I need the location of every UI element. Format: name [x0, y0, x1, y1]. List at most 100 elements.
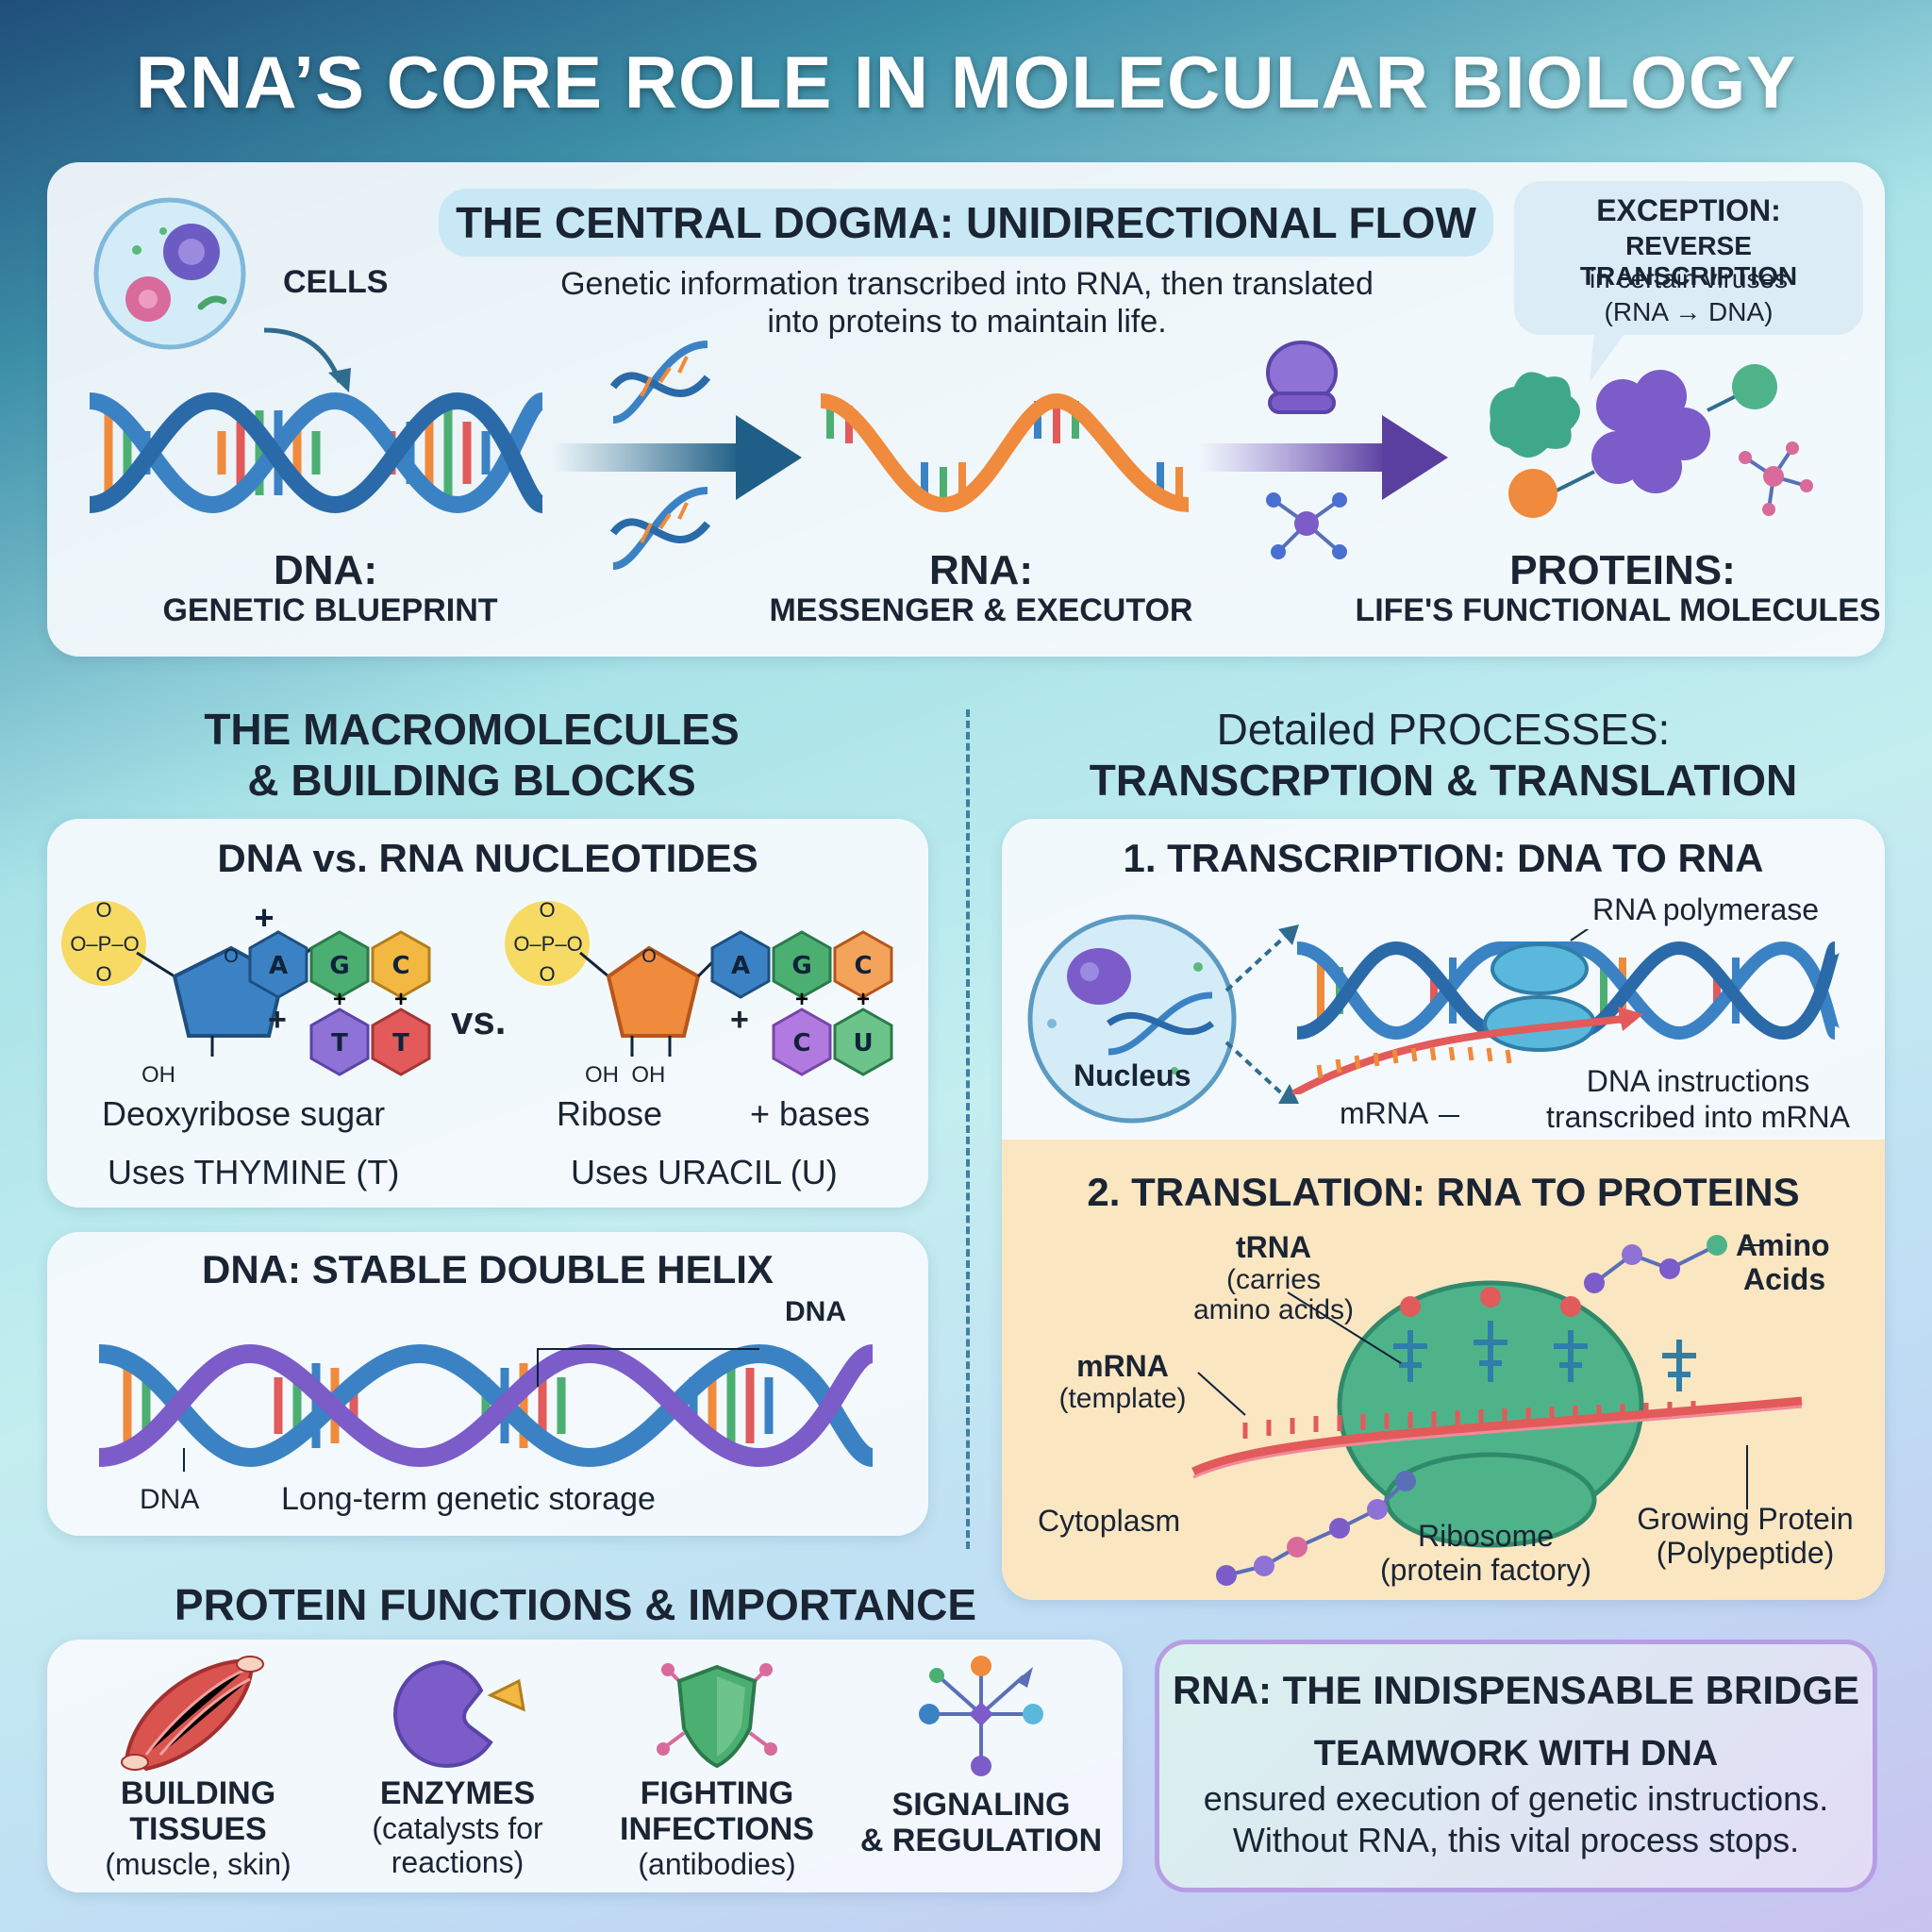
helix-dna-label-left: DNA — [140, 1484, 200, 1515]
base-hex-t2 — [371, 1008, 431, 1076]
translation-diagram — [1191, 1235, 1803, 1586]
central-dogma-banner: THE CENTRAL DOGMA: UNIDIRECTIONAL FLOW — [439, 189, 1493, 257]
transcription-helix-icon — [1292, 929, 1840, 1094]
nucleotides-title: DNA vs. RNA NUCLEOTIDES — [217, 836, 758, 880]
dna-bases-diagram: A G C T T + + — [248, 930, 431, 1076]
proteins-cluster-icon — [1490, 364, 1813, 518]
rna-nucleotide-diagram: O O O — [505, 898, 728, 1057]
exception-bubble-tail — [1590, 330, 1627, 382]
antibody-shield-icon — [657, 1663, 777, 1769]
svg-text:+: + — [254, 898, 274, 937]
base-hex-g — [309, 930, 370, 999]
rna-bases-diagram: A G C C U + + — [710, 930, 893, 1076]
dna-instructions-line2: transcribed into mRNA — [1546, 1100, 1850, 1134]
bridge-line1: ensured execution of genetic instruction… — [1203, 1779, 1829, 1818]
base-hex-c2 — [772, 1008, 832, 1076]
building-tissues-label-line2: TISSUES — [129, 1811, 267, 1847]
fighting-infections-label-line1: FIGHTING — [640, 1775, 794, 1811]
base-hex-a — [710, 930, 771, 999]
dna-title: DNA: — [274, 547, 377, 593]
base-hex-t — [309, 1008, 370, 1076]
base-label-g: G — [329, 952, 349, 980]
deoxyribose-label: Deoxyribose sugar — [102, 1094, 386, 1133]
trna-label-line2: (carries — [1225, 1264, 1321, 1295]
double-helix-title: DNA: STABLE DOUBLE HELIX — [202, 1247, 774, 1291]
cells-arrow — [263, 327, 351, 392]
rna-strand-icon — [819, 392, 1190, 513]
svg-text:+: + — [333, 987, 346, 1012]
macromolecules-heading-line2: & BUILDING BLOCKS — [247, 756, 696, 805]
ribosome-label-line1: Ribosome — [1417, 1519, 1555, 1553]
amino-acids-label-line1: Amino — [1736, 1228, 1830, 1262]
svg-text:+: + — [857, 987, 870, 1012]
svg-text:O: O — [95, 898, 111, 922]
exception-bubble — [1514, 181, 1863, 335]
small-helix-icon — [609, 341, 711, 424]
enzymes-label-line1: ENZYMES — [379, 1775, 536, 1811]
stable-double-helix-icon — [98, 1343, 875, 1472]
exception-line2: in certain viruses — [1589, 264, 1789, 293]
exception-line3: (RNA → DNA) — [1604, 297, 1774, 326]
ribose-label: Ribose — [557, 1094, 663, 1133]
vs-label: vs. — [451, 998, 507, 1042]
nucleus-arrows — [1224, 924, 1299, 1104]
exception-title: EXCEPTION: — [1596, 193, 1781, 227]
enzyme-icon — [393, 1659, 525, 1768]
signaling-label-line1: SIGNALING — [891, 1787, 1071, 1823]
dna-subtitle: GENETIC BLUEPRINT — [162, 592, 498, 628]
base-label-a: A — [269, 952, 288, 980]
base-label-t: T — [331, 1029, 348, 1058]
proteins-subtitle: LIFE'S FUNCTIONAL MOLECULES — [1355, 592, 1881, 628]
signaling-network-icon — [919, 1656, 1043, 1776]
svg-text:O: O — [539, 898, 555, 922]
base-hex-c — [833, 930, 893, 999]
cytoplasm-label: Cytoplasm — [1038, 1504, 1181, 1538]
molecule-icon — [1266, 492, 1347, 559]
dna-double-helix-icon — [88, 391, 546, 514]
exception-line1: REVERSE TRANSCRIPTION — [1579, 231, 1798, 291]
processes-heading-line2: TRANSCRPTION & TRANSLATION — [1089, 756, 1798, 805]
svg-text:+: + — [394, 987, 408, 1012]
enzymes-label-line2: (catalysts for — [372, 1811, 543, 1845]
page-title: RNA’S CORE ROLE IN MOLECULAR BIOLOGY — [135, 41, 1797, 124]
proteins-title: PROTEINS: — [1509, 547, 1736, 593]
rna-subtitle: MESSENGER & EXECUTOR — [769, 592, 1193, 628]
bridge-subtitle: TEAMWORK WITH DNA — [1313, 1734, 1719, 1774]
uses-thymine-label: Uses THYMINE (T) — [108, 1153, 400, 1191]
fighting-infections-label-line3: (antibodies) — [638, 1847, 796, 1881]
macromolecules-heading-line1: THE MACROMOLECULES — [204, 705, 740, 754]
processes-heading-line1: Detailed PROCESSES: — [1216, 705, 1671, 754]
rna-to-proteins-arrow — [1198, 415, 1448, 500]
translation-title: 2. TRANSLATION: RNA TO PROTEINS — [1087, 1170, 1800, 1214]
enzymes-label-line3: reactions) — [391, 1845, 525, 1879]
helix-dna-label-right: DNA — [785, 1296, 846, 1327]
ribosome-label-line2: (protein factory) — [1379, 1553, 1592, 1587]
trna-label-line3: amino acids) — [1192, 1294, 1355, 1325]
base-hex-c — [371, 930, 431, 999]
rna-base-label-u: U — [853, 1029, 873, 1058]
central-dogma-description-line1: Genetic information transcribed into RNA… — [560, 266, 1374, 302]
rna-base-label-c: C — [854, 952, 872, 980]
cell-icon — [93, 197, 246, 350]
rna-polymerase-label: RNA polymerase — [1592, 892, 1820, 926]
base-label-c: C — [391, 952, 409, 980]
dna-phosphate-label: O–P–O — [70, 932, 140, 956]
growing-protein-label-line2: (Polypeptide) — [1656, 1536, 1835, 1570]
svg-text:O: O — [539, 962, 555, 986]
protein-functions-heading: PROTEIN FUNCTIONS & IMPORTANCE — [174, 1580, 977, 1629]
base-label-t2: T — [392, 1029, 409, 1058]
uses-uracil-label: Uses URACIL (U) — [571, 1153, 838, 1191]
plus-bases-label: + bases — [750, 1094, 871, 1133]
bridge-line2: Without RNA, this vital process stops. — [1232, 1821, 1800, 1859]
rna-base-label-g: G — [791, 952, 811, 980]
dna-plus-sign: + — [268, 1002, 287, 1038]
rna-plus-sign: + — [730, 1002, 749, 1038]
mrna-strand-icon — [1316, 1046, 1512, 1079]
svg-text:O: O — [224, 946, 239, 967]
section-divider — [966, 709, 970, 1549]
rna-base-label-c2: C — [792, 1029, 810, 1058]
small-helix-icon — [609, 487, 711, 570]
central-dogma-description-line2: into proteins to maintain life. — [767, 304, 1167, 340]
svg-text:O: O — [95, 962, 111, 986]
building-tissues-label-line1: BUILDING — [120, 1775, 276, 1811]
